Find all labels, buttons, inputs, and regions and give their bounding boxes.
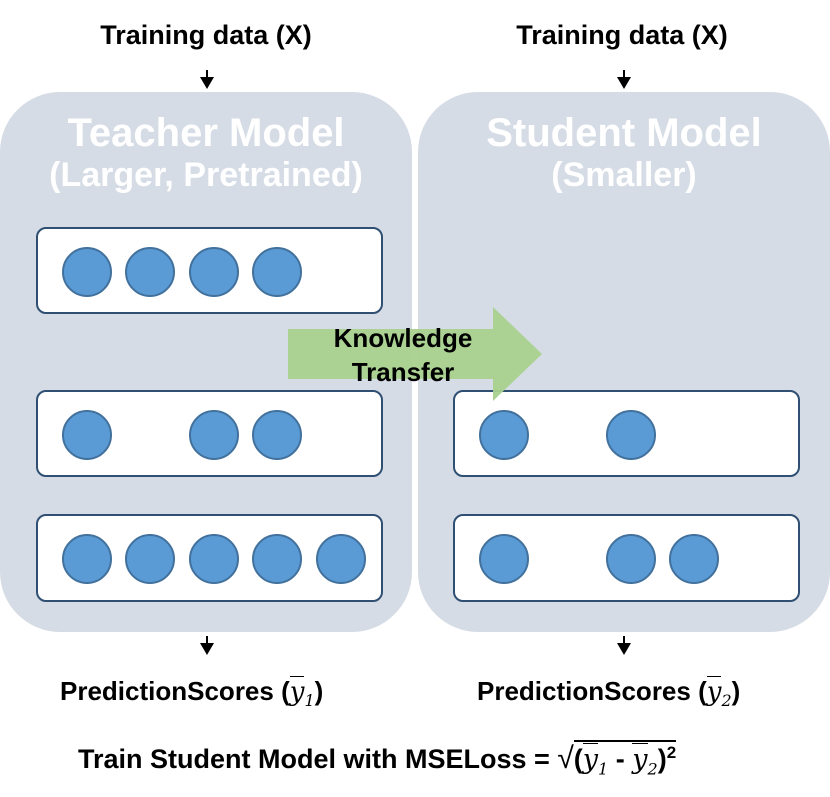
neuron-node bbox=[316, 534, 366, 584]
neuron-node bbox=[62, 410, 112, 460]
student-input-label: Training data (X) bbox=[516, 20, 728, 50]
student-layer-2 bbox=[453, 514, 800, 602]
teacher-layer-2 bbox=[36, 390, 383, 477]
neuron-node bbox=[62, 534, 112, 584]
teacher-input-arrowhead bbox=[200, 77, 214, 89]
student-input-arrow bbox=[623, 70, 625, 78]
neuron-node bbox=[669, 534, 719, 584]
teacher-output-arrowhead bbox=[200, 643, 214, 655]
neuron-node bbox=[189, 410, 239, 460]
teacher-input-label: Training data (X) bbox=[100, 20, 312, 50]
sqrt-body: (y1 - y2)2 bbox=[573, 740, 677, 778]
teacher-title-text: Teacher Model bbox=[67, 111, 345, 155]
neuron-node bbox=[479, 534, 529, 584]
student-output-arrowhead bbox=[617, 643, 631, 655]
student-input-arrowhead bbox=[617, 77, 631, 89]
teacher-prediction-text: PredictionScores bbox=[60, 676, 274, 706]
neuron-node bbox=[606, 410, 656, 460]
teacher-title: Teacher Model (Larger, Pretrained) bbox=[0, 110, 412, 195]
neuron-node bbox=[125, 247, 175, 297]
neuron-node bbox=[125, 534, 175, 584]
teacher-input-arrow bbox=[206, 70, 208, 78]
student-prediction-text: PredictionScores bbox=[477, 676, 691, 706]
student-title-text: Student Model bbox=[486, 111, 762, 155]
teacher-yhat: y1 bbox=[289, 676, 315, 711]
transfer-line-1: Knowledge bbox=[333, 323, 473, 353]
student-title: Student Model (Smaller) bbox=[418, 110, 830, 195]
teacher-output-arrow bbox=[206, 636, 208, 644]
teacher-subtitle-text: (Larger, Pretrained) bbox=[49, 156, 363, 194]
neuron-node bbox=[606, 534, 656, 584]
student-layer-1 bbox=[453, 390, 800, 477]
sqrt-symbol: √ bbox=[557, 742, 574, 775]
student-subtitle-text: (Smaller) bbox=[551, 156, 697, 194]
knowledge-transfer-label: Knowledge Transfer bbox=[283, 322, 523, 390]
neuron-node bbox=[189, 534, 239, 584]
neuron-node bbox=[252, 247, 302, 297]
neuron-node bbox=[252, 410, 302, 460]
student-output-arrow bbox=[623, 636, 625, 644]
neuron-node bbox=[62, 247, 112, 297]
transfer-line-2: Transfer bbox=[351, 356, 455, 387]
teacher-prediction-label: PredictionScores (y1) bbox=[60, 676, 324, 711]
neuron-node bbox=[479, 410, 529, 460]
student-yhat: y2 bbox=[706, 676, 732, 711]
teacher-layer-3 bbox=[36, 514, 383, 602]
neuron-node bbox=[252, 534, 302, 584]
transfer-arrow-shape bbox=[288, 307, 542, 401]
formula-text: Train Student Model with MSELoss = bbox=[78, 744, 550, 774]
neuron-node bbox=[189, 247, 239, 297]
mse-loss-formula: Train Student Model with MSELoss = √(y1 … bbox=[78, 740, 677, 778]
teacher-layer-1 bbox=[36, 227, 383, 314]
knowledge-transfer-arrow bbox=[288, 307, 542, 401]
student-prediction-label: PredictionScores (y2) bbox=[477, 676, 741, 711]
